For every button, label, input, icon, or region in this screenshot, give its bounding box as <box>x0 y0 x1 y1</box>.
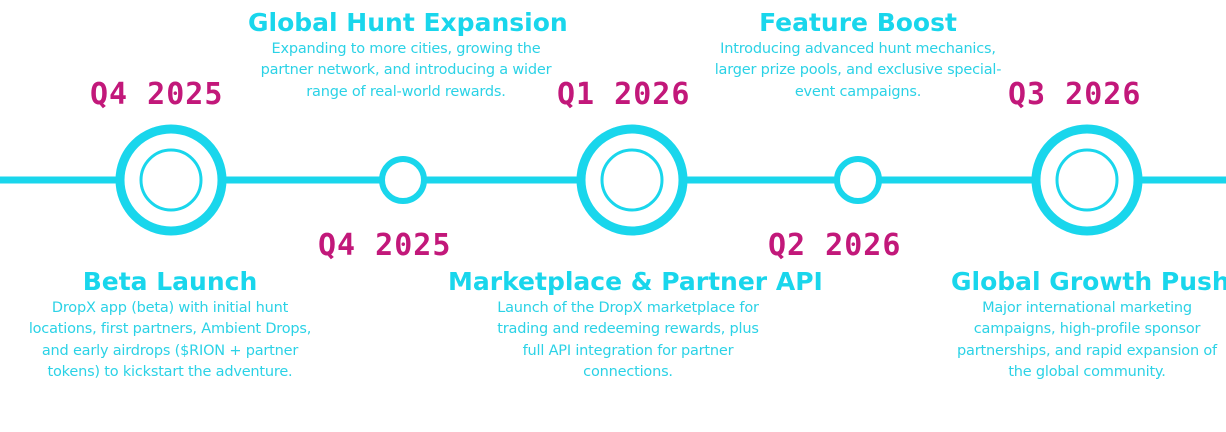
milestone-title: Beta Launch <box>82 267 258 296</box>
quarter-label-4: Q2 2026 <box>768 228 902 263</box>
milestone-card-3: Marketplace & Partner API Launch of the … <box>448 267 823 384</box>
milestone-card-4: Feature Boost Introducing advanced hunt … <box>708 9 1008 103</box>
milestone-description: DropX app (beta) with initial hunt locat… <box>28 299 312 381</box>
quarter-label-5: Q3 2026 <box>1008 77 1142 112</box>
quarter-label-3: Q1 2026 <box>557 77 691 112</box>
minor-node-1 <box>379 156 427 204</box>
milestone-title: Global Growth Push <box>951 267 1226 296</box>
milestone-description: Expanding to more cities, growing the pa… <box>260 40 552 100</box>
quarter-label-2: Q4 2025 <box>318 228 452 263</box>
milestone-card-5: Global Growth Push Major international m… <box>951 267 1226 384</box>
milestone-card-2: Global Hunt Expansion Expanding to more … <box>248 8 568 103</box>
major-node-3 <box>1031 124 1143 236</box>
milestone-description: Introducing advanced hunt mechanics, lar… <box>714 40 1002 100</box>
milestone-title: Global Hunt Expansion <box>248 8 568 37</box>
milestone-title: Marketplace & Partner API <box>448 267 823 296</box>
quarter-label-1: Q4 2025 <box>90 77 224 112</box>
major-node-1 <box>115 124 227 236</box>
milestone-description: Major international marketing campaigns,… <box>957 299 1217 381</box>
milestone-card-1: Beta Launch DropX app (beta) with initia… <box>15 268 325 384</box>
milestone-description: Launch of the DropX marketplace for trad… <box>497 299 759 381</box>
major-node-2 <box>576 124 688 236</box>
minor-node-2 <box>834 156 882 204</box>
milestone-title: Feature Boost <box>759 8 957 37</box>
